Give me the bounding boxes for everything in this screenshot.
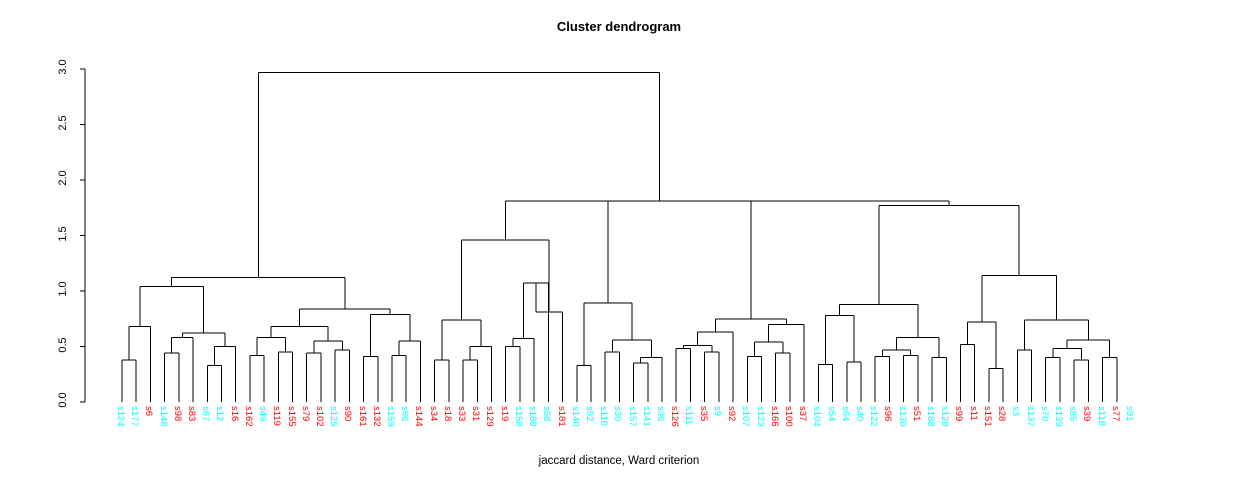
y-axis-tick-label: 1.0 [57, 281, 69, 297]
y-axis-tick-label: 2.0 [57, 170, 69, 186]
leaf-label: s3 [1010, 406, 1022, 417]
y-axis-tick-label: 0.0 [57, 392, 69, 408]
leaf-label: s155 [285, 406, 297, 427]
y-axis-tick-label: 1.5 [57, 225, 69, 242]
leaf-label: s126 [669, 406, 681, 427]
leaf-label: s99 [953, 406, 965, 422]
leaf-label: s151 [981, 406, 993, 427]
leaf-label: s123 [754, 406, 766, 427]
leaf-label: s34 [427, 406, 439, 422]
leaf-label: s67 [200, 406, 212, 422]
leaf-label: s96 [882, 406, 894, 422]
leaf-label: s85 [1067, 406, 1079, 422]
leaf-label: s52 [583, 406, 595, 422]
leaf-label: s124 [115, 406, 126, 427]
leaf-label: s162 [242, 406, 254, 427]
leaf-label: s100 [782, 406, 794, 427]
leaf-label: s119 [271, 406, 283, 426]
y-axis-tick-label: 0.5 [57, 336, 69, 353]
leaf-label: s180 [527, 406, 539, 427]
leaf-label: s111 [683, 406, 695, 426]
leaf-label: s19 [498, 406, 510, 422]
leaf-label: s39 [1081, 406, 1093, 422]
leaf-label: s40 [853, 406, 865, 422]
leaf-label: s83 [186, 406, 198, 422]
leaf-label: s161 [356, 406, 368, 427]
leaf-label: s125 [328, 406, 340, 427]
leaf-label: s18 [441, 406, 453, 422]
y-axis [80, 68, 86, 403]
leaf-label: s148 [157, 406, 169, 427]
leaf-label: s28 [996, 406, 1008, 422]
leaf-label: s31 [470, 406, 482, 422]
leaf-label: s51 [910, 406, 922, 422]
leaf-label: s166 [768, 406, 780, 427]
leaf-label: s118 [1095, 406, 1107, 426]
leaf-label: s98 [171, 406, 183, 422]
leaf-label: s104 [811, 406, 823, 427]
leaf-label: s37 [797, 406, 809, 422]
leaf-label: s30 [612, 406, 624, 422]
leaf-label: s188 [925, 406, 937, 427]
y-axis-tick-label: 2.5 [57, 114, 69, 131]
page-title: Cluster dendrogram [556, 19, 682, 34]
leaf-label: s12 [214, 406, 226, 422]
leaf-label: s49 [257, 406, 269, 422]
leaf-label: s58 [541, 406, 553, 422]
leaf-label: s177 [129, 406, 141, 427]
leaf-label: s107 [740, 406, 752, 427]
leaf-label: s139 [1052, 406, 1064, 427]
leaf-label: s11 [967, 406, 979, 421]
leaf-label: s70 [1038, 406, 1050, 422]
leaf-label: s140 [569, 406, 581, 427]
leaf-label: s158 [512, 406, 524, 427]
leaf-label: s79 [299, 406, 311, 422]
leaf-label: s9 [711, 406, 723, 417]
leaf-label: s64 [839, 406, 851, 422]
leaf-label: s157 [626, 406, 638, 427]
leaf-label: s144 [413, 406, 425, 427]
leaf-label: s36 [655, 406, 667, 422]
leaf-label: s6 [143, 406, 155, 417]
leaf-label: s92 [726, 406, 738, 422]
dendrogram-links [121, 71, 1118, 402]
leaf-label: s159 [385, 406, 396, 427]
leaf-label: s77 [1109, 406, 1121, 422]
leaf-label: s110 [598, 406, 610, 426]
leaf-label: s128 [939, 406, 951, 427]
leaf-label: s137 [1024, 406, 1036, 427]
leaf-label: s132 [370, 406, 382, 427]
y-axis-tick-label: 3.0 [57, 59, 69, 75]
leaf-label: s181 [555, 406, 567, 427]
leaf-label: s130 [896, 406, 908, 427]
leaf-label: s35 [697, 406, 709, 422]
leaf-label: s33 [456, 406, 468, 422]
leaf-label: s54 [825, 406, 837, 422]
leaf-label: s129 [484, 406, 496, 427]
x-axis-label: jaccard distance, Ward criterion [538, 455, 700, 467]
leaf-label: s122 [868, 406, 880, 427]
leaf-label: s16 [228, 406, 240, 422]
leaf-label: s102 [313, 406, 325, 427]
leaf-label: s66 [399, 406, 411, 422]
leaf-label: s91 [1124, 406, 1135, 422]
leaf-label: s90 [342, 406, 354, 422]
leaf-label: s141 [640, 406, 652, 427]
